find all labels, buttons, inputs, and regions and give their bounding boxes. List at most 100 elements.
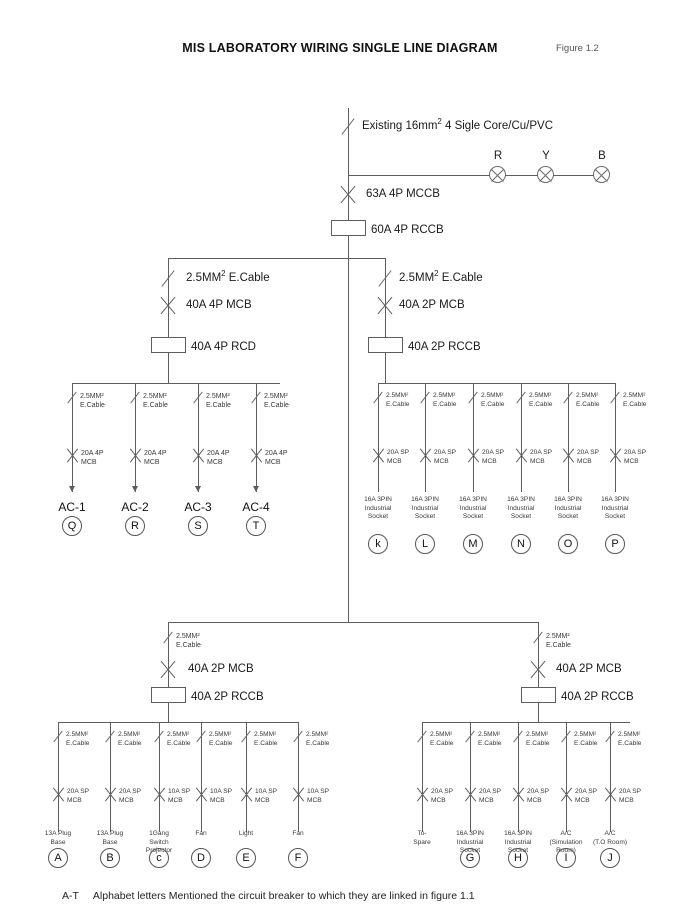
lower-right-circuit-ref-circle[interactable]: G [460,848,480,868]
cable-size-text: 2.5MM² [306,731,329,738]
socket-circuit-ref-circle[interactable]: N [511,534,531,554]
load-desc-line-1: Light [238,830,254,837]
mcb-rating-text: 20A 4P [81,450,104,457]
socket-subbus [378,383,615,384]
socket-branch-lower-riser [385,353,386,383]
ac-circuit-ref-circle[interactable]: T [246,516,266,536]
lower-right-circuit-drop-line [610,722,611,832]
lower-left-circuit-drop-line [246,722,247,832]
ac-circuit-ref-circle[interactable]: Q [62,516,82,536]
socket-branch-rccb-label: 40A 2P RCCB [408,341,481,353]
mcb-type-text: MCB [387,457,402,465]
ac-circuit-ref-circle[interactable]: S [188,516,208,536]
mcb-rating-text: 10A SP [255,788,277,795]
cable-type-text: E.Cable [167,739,191,747]
socket-circuit-ref-circle[interactable]: O [558,534,578,554]
load-desc-line-1: 16A 3PIN [456,830,484,837]
socket-circuit-drop-line [473,383,474,492]
mcb-rating-text: 20A 4P [207,450,230,457]
lower-left-circuit-ref-circle[interactable]: A [48,848,68,868]
lower-right-circuit-drop-line [422,722,423,832]
socket-branch-rccb-symbol-icon [368,337,403,353]
indicator-lamp-R-icon [489,166,506,183]
lower-right-circuit-ref-circle[interactable]: J [600,848,620,868]
mcb-type-text: MCB [210,796,225,804]
ac-circuit-ref-circle[interactable]: R [125,516,145,536]
socket-circuit-ref-circle[interactable]: L [415,534,435,554]
lower-left-circuit-ref-circle[interactable]: B [100,848,120,868]
ac-circuit-load-label: AC-2 [121,500,149,514]
lower-left-circuit-ref-circle[interactable]: D [191,848,211,868]
ac-circuit-drop-line [135,383,136,492]
mcb-type-text: MCB [434,457,449,465]
ac-circuit-load-label: AC-1 [58,500,86,514]
cable-type-text: E.Cable [478,739,502,747]
lower-right-branch-cable-label: 2.5MM² E.Cable [546,632,571,650]
load-desc-line-2: (T.O Room) [592,838,628,846]
load-desc-line-1: 1Gang [149,830,169,837]
load-desc-line-3: Socket [557,513,579,520]
load-desc-line-2: (Simulation [549,838,583,846]
cable-size-text: 2.5MM² [206,393,230,400]
lower-left-circuit-ref-circle[interactable]: F [288,848,308,868]
mcb-type-text: MCB [527,796,542,804]
socket-branch-cable-label: 2.5MM2 E.Cable [399,269,483,284]
cable-size-text: 2.5MM² [618,731,641,738]
cable-type-text: E.Cable [576,400,600,408]
cable-size-text: 2.5MM² [386,392,409,399]
ac-circuit-load-arrow-icon [195,486,201,492]
indicator-lamp-Y-label: Y [542,150,550,162]
lower-right-circuit-ref-circle[interactable]: H [508,848,528,868]
socket-circuit-ref-circle[interactable]: M [463,534,483,554]
lower-left-circuit-drop-line [201,722,202,832]
mcb-rating-text: 10A SP [168,788,190,795]
cable-size-text: 2.5MM² [118,731,141,738]
mcb-type-text: MCB [619,796,634,804]
lower-left-circuit-drop-line [110,722,111,832]
legend-text: Alphabet letters Mentioned the circuit b… [92,890,475,902]
main-rccb-label: 60A 4P RCCB [371,224,444,236]
mcb-rating-text: 10A SP [307,788,329,795]
lower-left-circuit-ref-circle[interactable]: E [236,848,256,868]
cable-type-text: E.Cable [574,739,598,747]
indicator-lamp-B-icon [593,166,610,183]
cable-type-text: E.Cable [254,739,278,747]
lower-right-circuit-ref-circle[interactable]: I [556,848,576,868]
load-desc-line-2: Base [102,838,118,846]
mcb-type-text: MCB [624,457,639,465]
cable-type-text: E.Cable [433,400,457,408]
lower-left-circuit-load-label: Fan [268,830,328,839]
indicator-lamp-Y-icon [537,166,554,183]
lower-right-branch-riser [538,622,539,722]
socket-circuit-ref-circle[interactable]: P [605,534,625,554]
socket-circuit-ref-circle[interactable]: k [368,534,388,554]
cable-size-text: 2.5MM² [167,731,190,738]
mcb-type-text: MCB [119,796,134,804]
ac-branch-rcd-symbol-icon [151,337,186,353]
mcb-rating-text: 20A SP [67,788,89,795]
cable-type-text: E.Cable [526,739,550,747]
load-desc-line-2: Industrial [507,504,535,512]
socket-circuit-drop-line [521,383,522,492]
lower-left-circuit-ref-circle[interactable]: c [149,848,169,868]
lower-left-branch-rccb-symbol-icon [151,687,186,703]
cable-type-text: E.Cable [623,400,647,408]
load-desc-line-1: 16A 3PIN [504,830,532,837]
